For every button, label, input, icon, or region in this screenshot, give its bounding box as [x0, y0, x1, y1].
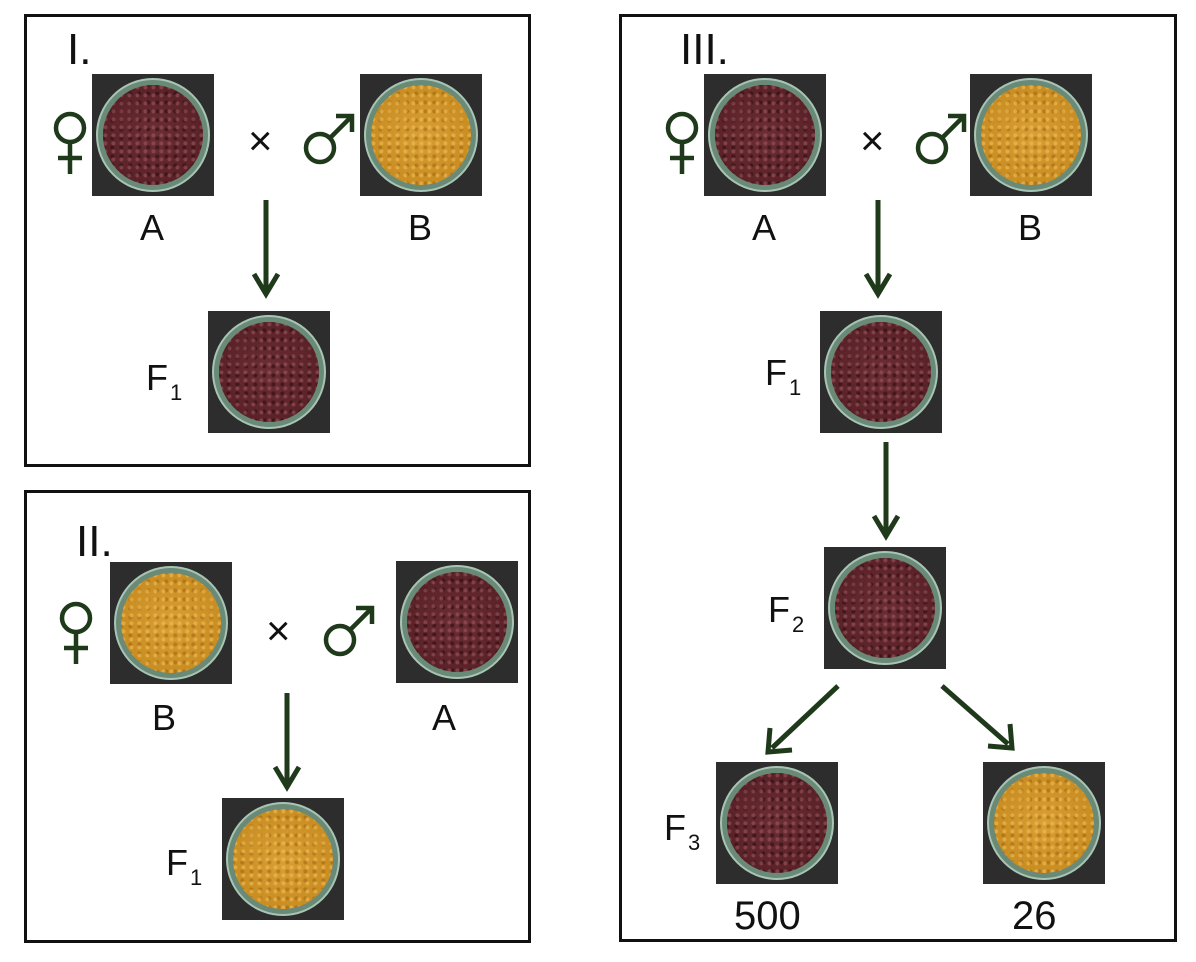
generation-dish-f2: [824, 547, 946, 669]
male-symbol-icon: [915, 113, 967, 165]
parent-label-b: B: [408, 207, 433, 248]
generation-label-f2: F2: [768, 589, 805, 637]
generation-dish-f1: [820, 311, 942, 433]
parent-label-a: A: [140, 207, 165, 248]
parent-dish-a: [92, 74, 214, 196]
parent-dish-a: [396, 561, 518, 683]
cross-symbol: ×: [248, 117, 273, 164]
female-symbol-icon: [53, 111, 87, 174]
parent-label-a: A: [752, 207, 777, 248]
parent-dish-b: [360, 74, 482, 196]
parent-dish-b: [970, 74, 1092, 196]
parent-label-a: A: [432, 697, 457, 738]
f3-dish-light: [983, 762, 1105, 884]
female-symbol-icon: [59, 601, 93, 664]
split-arrows-icon: [765, 684, 1015, 755]
down-arrow-icon: [871, 442, 901, 541]
panel-1-title: I.: [67, 25, 92, 74]
down-arrow-icon: [863, 200, 893, 299]
male-symbol-icon: [303, 113, 355, 165]
f3-light-count: 26: [1012, 894, 1057, 938]
generation-label-f1: F1: [765, 352, 802, 400]
offspring-dish-f1: [208, 311, 330, 433]
cross-symbol: ×: [860, 117, 885, 164]
f3-dark-count: 500: [734, 894, 801, 938]
offspring-label-f1: F1: [146, 357, 183, 405]
offspring-dish-f1: [222, 798, 344, 920]
down-arrow-icon: [251, 200, 281, 299]
parent-label-b: B: [1018, 207, 1043, 248]
parent-dish-b: [110, 562, 232, 684]
parent-label-b: B: [152, 697, 177, 738]
down-arrow-icon: [272, 693, 302, 792]
panel-2-title: II.: [76, 517, 113, 566]
female-symbol-icon: [665, 111, 699, 174]
f3-dish-dark: [716, 762, 838, 884]
panel-3-title: III.: [680, 25, 729, 74]
parent-dish-a: [704, 74, 826, 196]
offspring-label-f1: F1: [166, 842, 203, 890]
generation-label-f3: F3: [664, 807, 701, 855]
male-symbol-icon: [323, 605, 375, 657]
cross-symbol: ×: [266, 607, 291, 654]
